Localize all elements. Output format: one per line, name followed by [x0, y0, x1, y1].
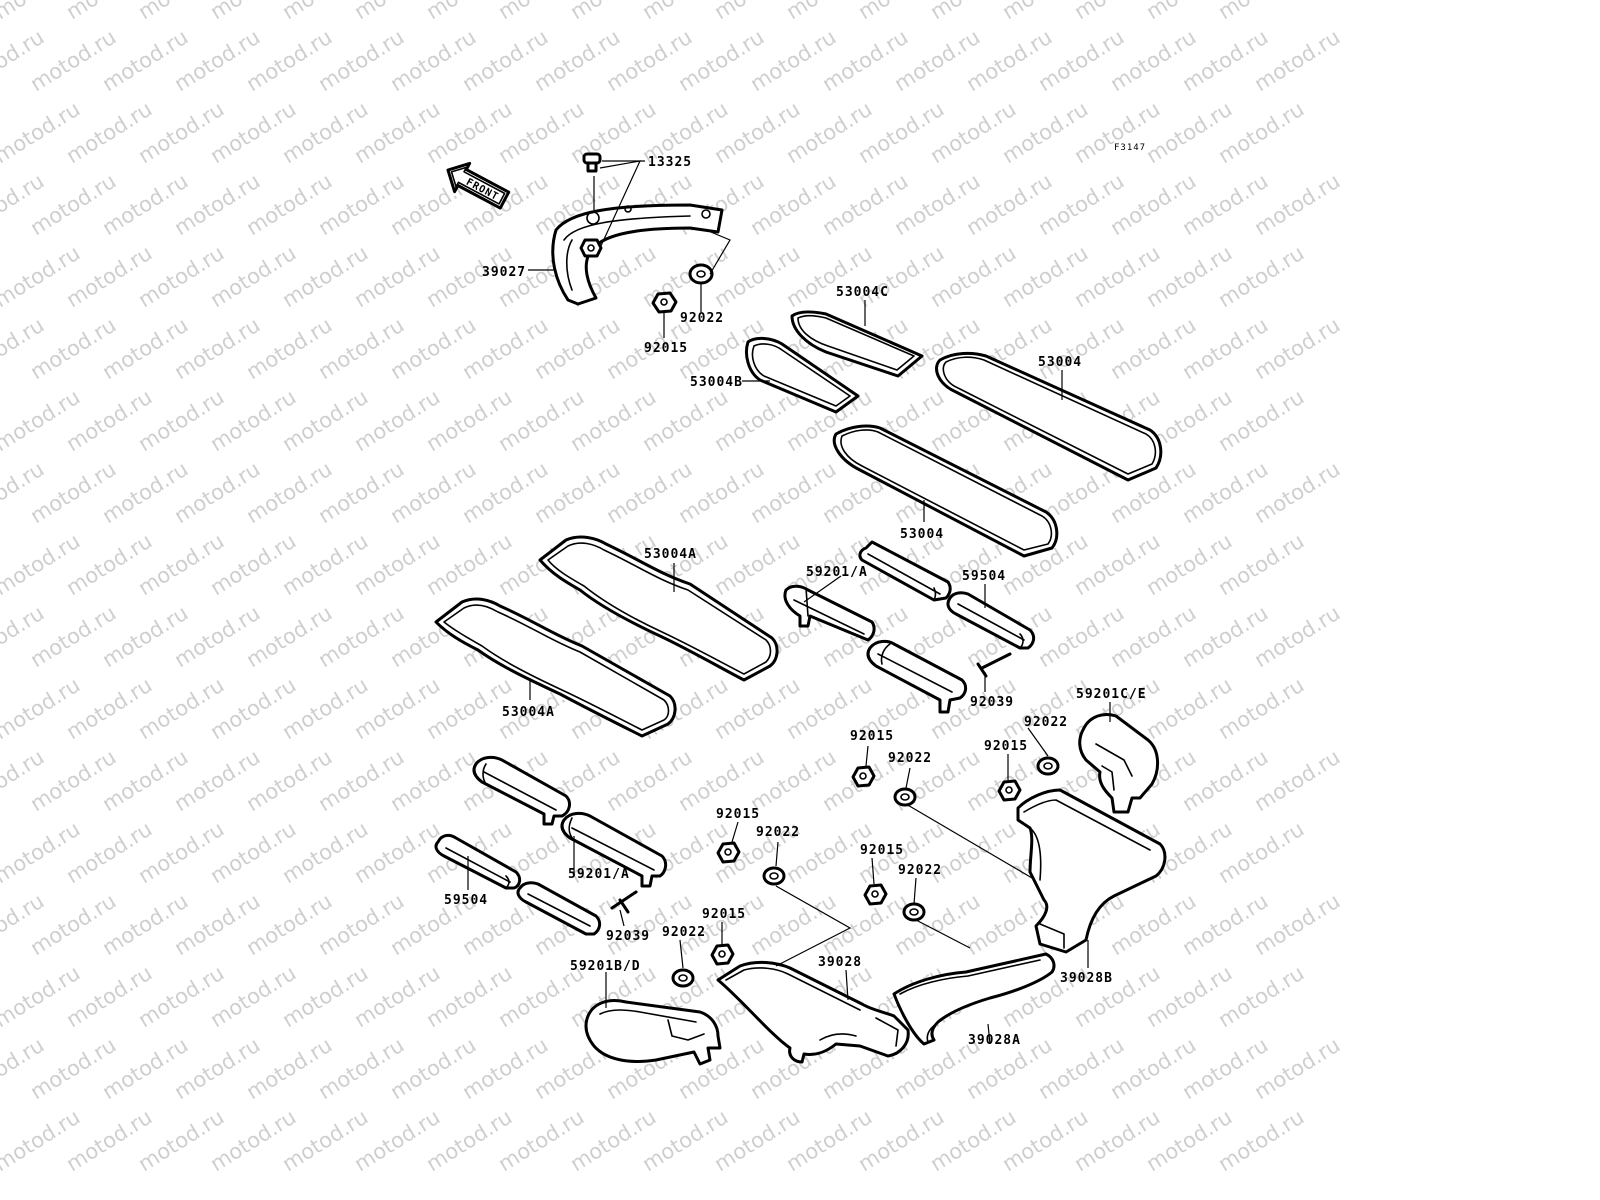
part-59201A-rail-right-top — [858, 540, 952, 602]
leader-13325-b — [599, 160, 642, 249]
label-39028A: 39028A — [968, 1033, 1021, 1048]
label-39027: 39027 — [482, 265, 526, 280]
label-13325: 13325 — [648, 155, 692, 170]
part-59201CE-cover — [1078, 713, 1159, 814]
part-13325-screw — [582, 152, 602, 173]
part-53004-mat-lower — [832, 424, 1059, 558]
label-92015-r1: 92015 — [984, 739, 1028, 754]
label-92022-r1: 92022 — [1024, 715, 1068, 730]
watermark-text: motod.ru — [1214, 0, 1308, 24]
part-39028-cover — [716, 960, 910, 1064]
label-59201BD: 59201B/D — [570, 959, 641, 974]
label-92015-m2: 92015 — [850, 729, 894, 744]
part-92015-nut-m1 — [716, 841, 741, 864]
part-59201BD-cover — [584, 999, 722, 1066]
part-92015-nut-m2 — [851, 765, 876, 788]
label-59504-left: 59504 — [444, 893, 488, 908]
leader-bracket-washer — [705, 229, 731, 275]
part-92022-washer-top — [688, 263, 714, 285]
part-59201A-rail-left-top — [472, 755, 571, 826]
label-53004-upper: 53004 — [1038, 355, 1082, 370]
part-59201A-rail-right-low — [866, 639, 968, 714]
part-92022-washer-m1 — [762, 866, 786, 886]
label-59504-right: 59504 — [962, 569, 1006, 584]
part-92022-washer-r1 — [1036, 756, 1060, 776]
part-59504-rail-left — [434, 833, 522, 890]
label-53004C: 53004C — [836, 285, 889, 300]
label-92022-m3: 92022 — [898, 863, 942, 878]
label-92022-m2: 92022 — [888, 751, 932, 766]
part-92015-nut-m3 — [863, 883, 888, 906]
part-59201A-rail-left-mid — [560, 811, 668, 888]
label-53004A-lower: 53004A — [502, 705, 555, 720]
part-92022-washer-lower — [671, 968, 695, 988]
label-92022-lower: 92022 — [662, 925, 706, 940]
part-53004B-mat — [745, 336, 860, 414]
label-92022-m1: 92022 — [756, 825, 800, 840]
bracket-nut — [579, 238, 603, 258]
label-53004B: 53004B — [690, 375, 743, 390]
part-53004-mat-upper — [935, 351, 1163, 482]
part-53004C-mat — [790, 310, 924, 378]
part-59504-rail-left-b — [516, 881, 602, 936]
part-53004A-mat-upper — [538, 535, 779, 682]
label-92015-lower: 92015 — [702, 907, 746, 922]
label-92015-top: 92015 — [644, 341, 688, 356]
label-92039-right: 92039 — [970, 695, 1014, 710]
part-92022-washer-m2 — [893, 787, 917, 807]
part-92022-washer-m3 — [902, 902, 926, 922]
label-92039-left: 92039 — [606, 929, 650, 944]
label-53004A-upper: 53004A — [644, 547, 697, 562]
part-92015-nut-r1 — [997, 779, 1022, 802]
label-53004-lower: 53004 — [900, 527, 944, 542]
part-92015-nut-lower — [710, 943, 735, 966]
part-92015-nut-top — [651, 291, 678, 314]
label-92022-top: 92022 — [680, 311, 724, 326]
part-39028B-cover — [1016, 788, 1167, 954]
label-39028B: 39028B — [1060, 971, 1113, 986]
label-59201A-left: 59201/A — [568, 867, 630, 882]
label-92015-m3: 92015 — [860, 843, 904, 858]
diagram-code: F3147 — [1114, 143, 1146, 153]
label-92015-m1: 92015 — [716, 807, 760, 822]
part-39028A-cover — [892, 952, 1056, 1046]
part-59504-rail-right — [946, 591, 1036, 650]
part-39027-bracket — [551, 203, 724, 306]
label-59201CE: 59201C/E — [1076, 687, 1147, 702]
part-92039-clip-left — [610, 890, 638, 914]
label-39028: 39028 — [818, 955, 862, 970]
label-59201A-right: 59201/A — [806, 565, 868, 580]
part-53004A-mat-lower — [434, 597, 677, 738]
